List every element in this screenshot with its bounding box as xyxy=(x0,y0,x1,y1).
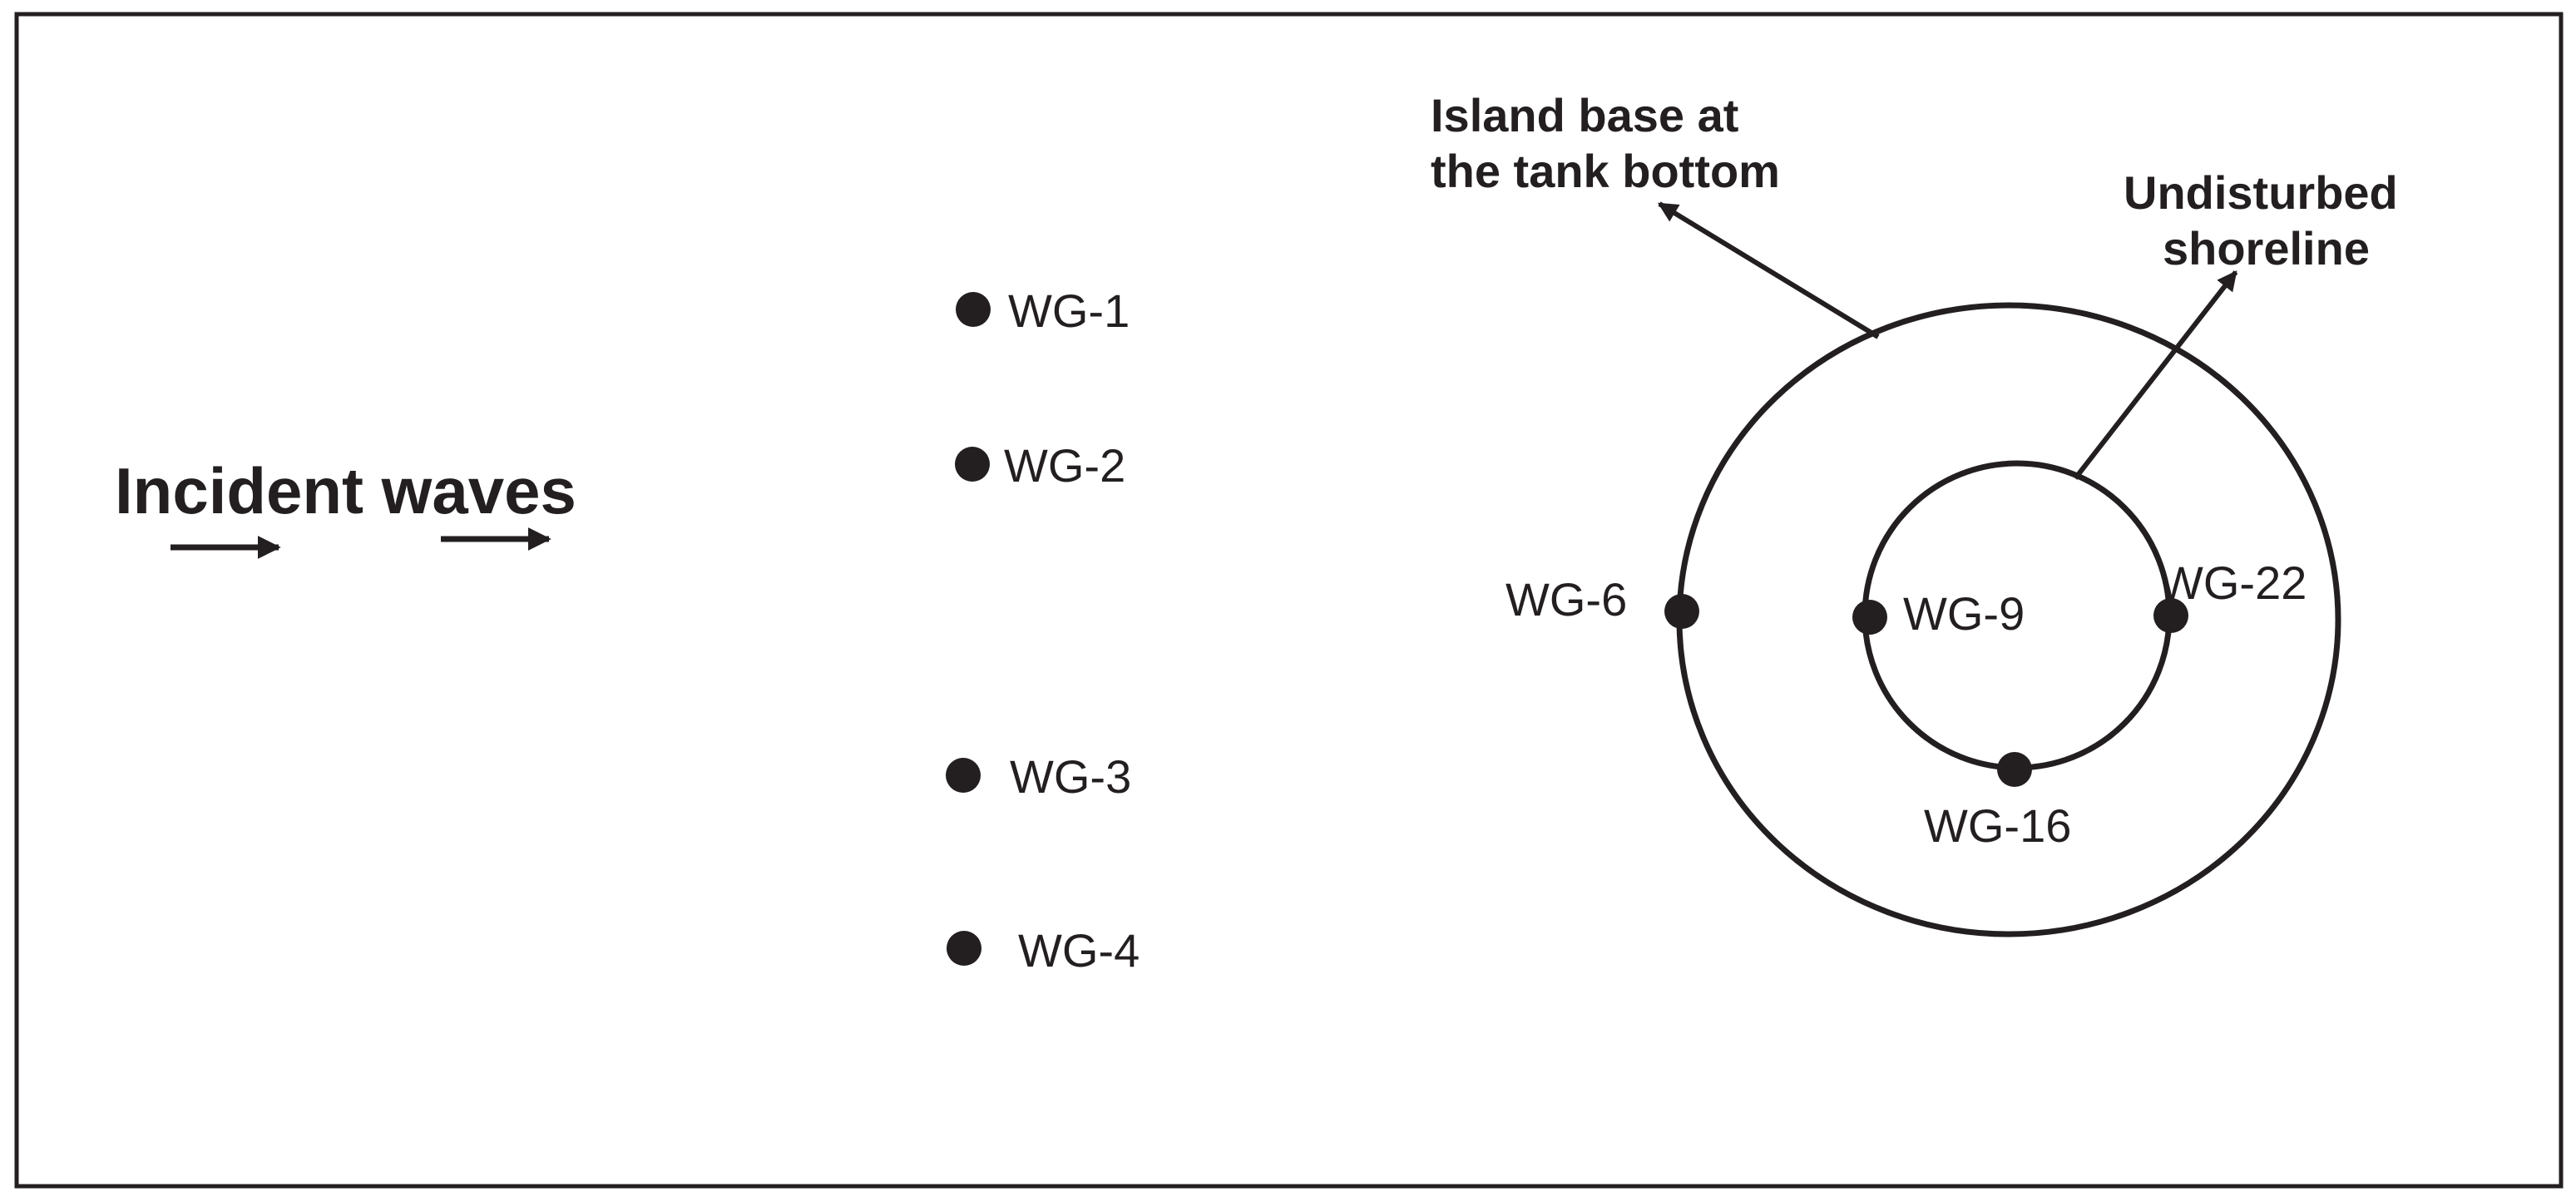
shoreline-pointer xyxy=(2073,270,2238,480)
gauge-marker xyxy=(2153,598,2188,633)
gauge-marker xyxy=(1664,594,1699,629)
gauge-label: WG-2 xyxy=(1004,439,1125,492)
gauge-label: WG-16 xyxy=(1924,799,2071,852)
island-base-pointer xyxy=(1657,201,1880,339)
gauge-marker xyxy=(947,931,981,966)
gauge-label: WG-9 xyxy=(1903,587,2025,640)
island-base-label-line-2: the tank bottom xyxy=(1431,145,1780,197)
gauge-label: WG-4 xyxy=(1018,924,1140,977)
shoreline-label-line-2: shoreline xyxy=(2163,222,2370,275)
island-base-label: Island base at the tank bottom xyxy=(1431,89,1780,197)
wave-gauge-wg22: WG-22 xyxy=(2153,556,2307,633)
wave-gauge-wg9: WG-9 xyxy=(1852,587,2025,640)
wave-gauge-wg6: WG-6 xyxy=(1506,573,1699,629)
wave-gauge-wg2: WG-2 xyxy=(955,439,1125,492)
gauge-marker xyxy=(955,447,990,482)
island-base-label-line-1: Island base at xyxy=(1431,89,1738,141)
gauge-marker xyxy=(1997,752,2032,787)
gauge-label: WG-1 xyxy=(1008,284,1130,337)
gauge-label: WG-22 xyxy=(2159,556,2307,609)
gauge-marker xyxy=(1852,600,1887,635)
tank-outline xyxy=(14,12,2564,1189)
gauge-marker xyxy=(956,292,991,327)
wave-gauge-wg3: WG-3 xyxy=(946,750,1131,803)
incident-waves-label: Incident waves xyxy=(115,454,576,527)
gauge-label: WG-6 xyxy=(1506,573,1627,626)
shoreline-label-line-1: Undisturbed xyxy=(2124,166,2398,219)
gauge-marker xyxy=(946,758,981,793)
wave-gauge-wg4: WG-4 xyxy=(947,924,1140,977)
wave-gauge-wg1: WG-1 xyxy=(956,284,1130,337)
wave-gauge-wg16: WG-16 xyxy=(1924,752,2071,852)
gauge-label: WG-3 xyxy=(1010,750,1131,803)
shoreline-label: Undisturbed shoreline xyxy=(2124,166,2410,275)
